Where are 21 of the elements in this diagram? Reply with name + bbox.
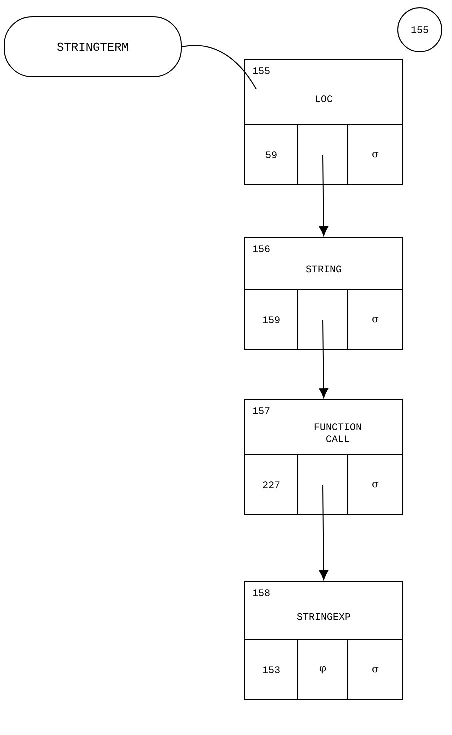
record-cell bbox=[298, 454, 348, 516]
arrow bbox=[319, 320, 328, 398]
record-cell: 153 bbox=[244, 640, 298, 700]
record-cell bbox=[298, 290, 348, 350]
record-header-box: 156 STRING bbox=[244, 238, 404, 290]
record-cell: φ bbox=[298, 640, 348, 700]
arrow bbox=[319, 484, 328, 580]
record-cell: σ bbox=[348, 290, 404, 350]
record-header-box: 157 FUNCTION CALL bbox=[244, 400, 404, 456]
connector-line bbox=[182, 45, 257, 90]
record-cell: 59 bbox=[244, 124, 298, 186]
terminal-box: STRINGTERM bbox=[4, 16, 182, 78]
record-cell: 159 bbox=[244, 290, 298, 350]
record-cell: σ bbox=[348, 454, 404, 516]
record-header-box: 158 STRINGEXP bbox=[244, 582, 404, 640]
record-header-box: 155 LOC bbox=[244, 60, 404, 126]
record-cell: σ bbox=[348, 640, 404, 700]
record-cell: σ bbox=[348, 124, 404, 186]
record-cell: 227 bbox=[244, 454, 298, 516]
arrow bbox=[319, 154, 328, 236]
record-cell bbox=[298, 124, 348, 186]
